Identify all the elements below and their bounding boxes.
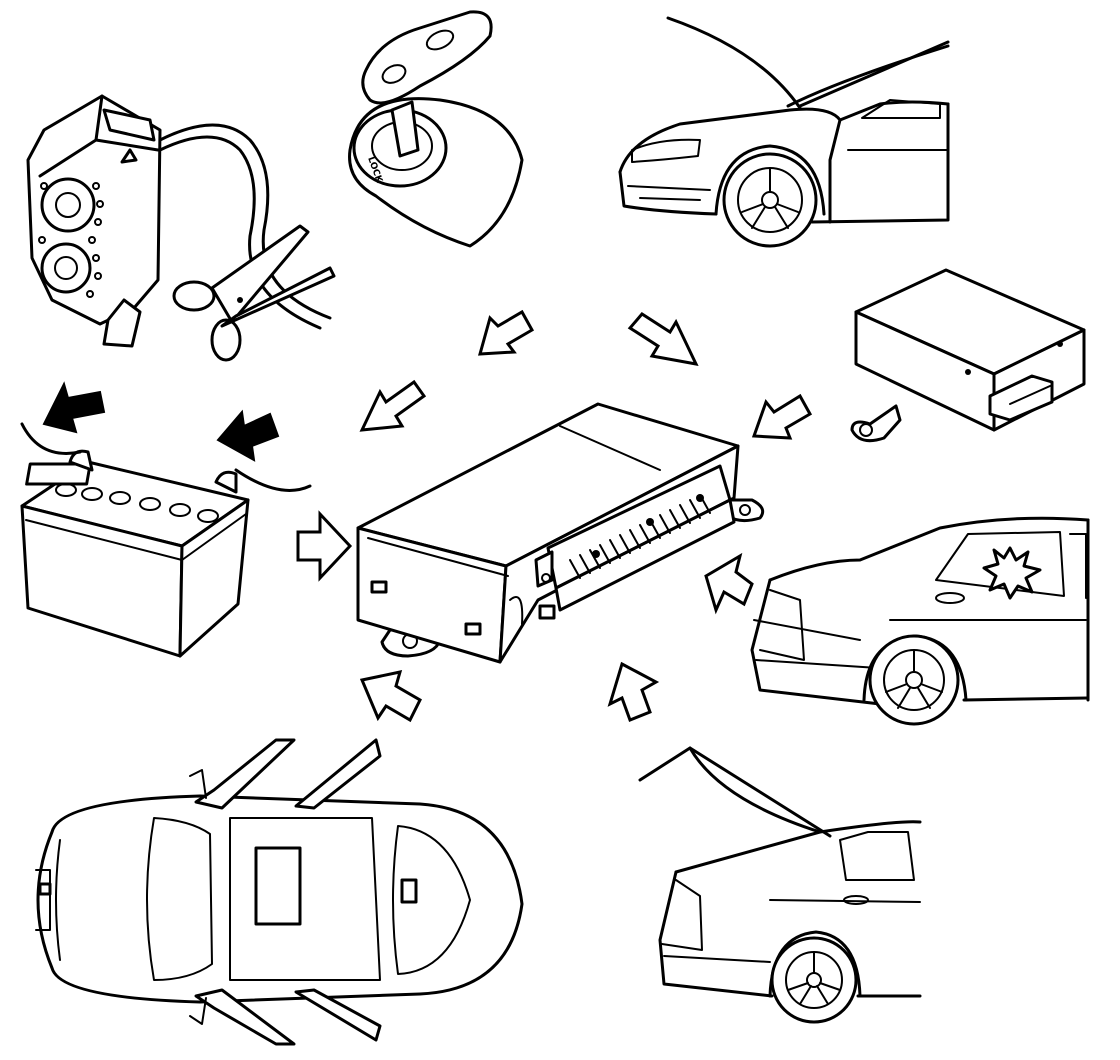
car-doors-open [35,738,524,1046]
central-control-module [356,402,765,664]
sensor-unit [850,268,1086,443]
door-rear-left-open [294,738,382,810]
ignition-lock: LOCK [348,10,524,248]
car-window-break [750,516,1090,726]
connector-pins [569,494,711,579]
arrow-from-sensor-unit [751,393,813,440]
siren-cable [158,123,332,330]
signal-arrows [296,309,813,723]
arrow-from-battery [296,510,353,582]
battery-disconnect-arrow-left [42,381,106,434]
door-rear-right-open [294,988,382,1042]
arrow-from-horn [359,379,427,432]
arrow-from-window [704,552,754,615]
glass-break-icon [982,546,1042,600]
car-battery [20,449,250,658]
car-trunk-open [638,746,922,1024]
arrow-from-doors [359,670,422,723]
door-front-right-open [194,988,296,1046]
arrow-from-ignition [477,309,535,356]
car-hood-open [618,16,950,248]
battery-disconnect-arrow-right [216,409,280,462]
siren-unit [26,94,162,348]
door-front-left-open [194,738,296,810]
arrow-from-hood [627,312,699,366]
arrow-from-trunk [607,661,660,722]
battery-cables [20,422,312,492]
scissors-icon [172,224,336,362]
